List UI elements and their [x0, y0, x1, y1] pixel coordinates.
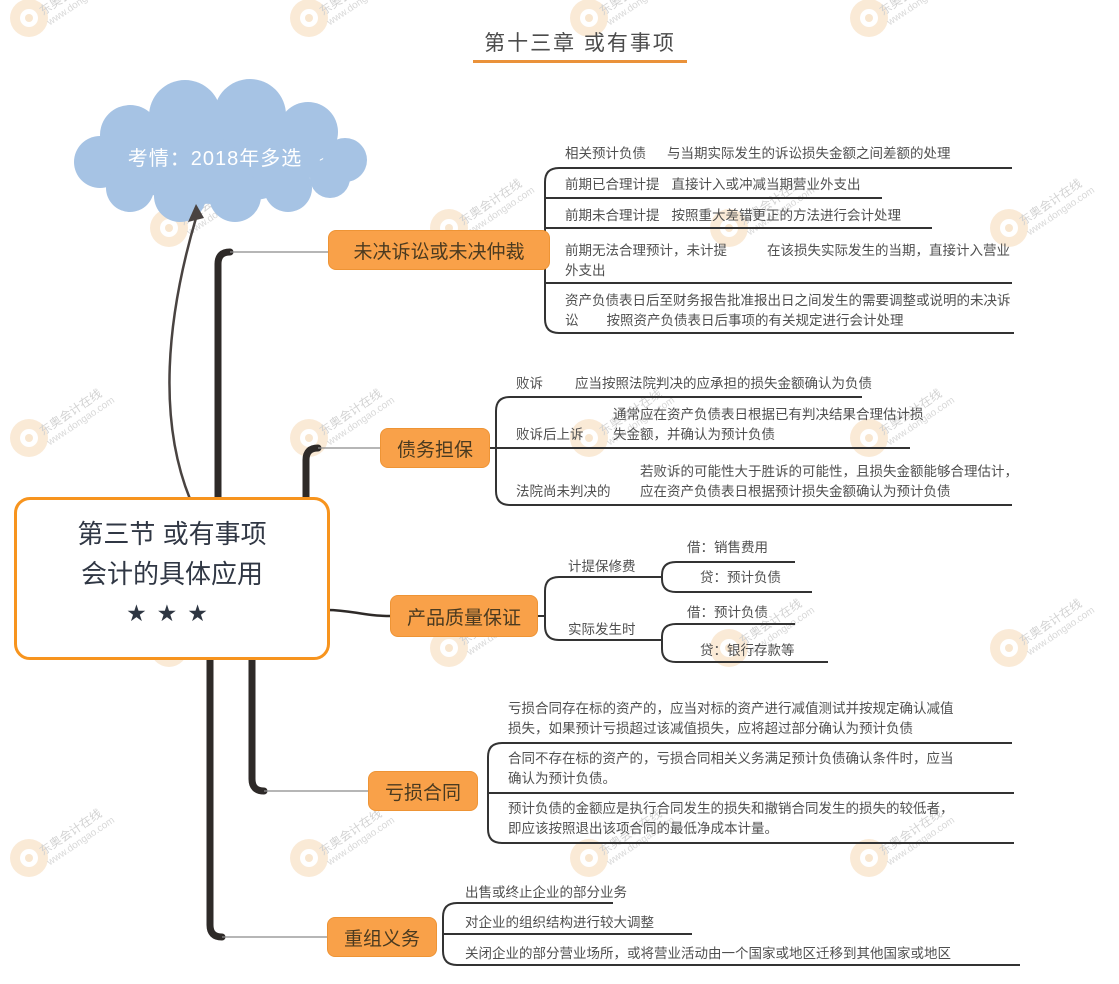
root-line2: 会计的具体应用 — [80, 559, 263, 589]
root-topic[interactable]: 第三节 或有事项 会计的具体应用 ★★★ — [14, 497, 330, 660]
topic-underlines — [442, 167, 1020, 966]
topic-row[interactable]: 关闭企业的部分营业场所，或将营业活动由一个国家或地区迁移到其他国家或地区 — [465, 946, 951, 961]
branch-onerous-contract[interactable]: 亏损合同 — [368, 771, 478, 811]
topic-row[interactable]: 败诉后上诉 通常应在资产负债表日根据已有判决结果合理估计损失金额，并确认为预计负… — [516, 407, 924, 442]
branch-debt-guarantee[interactable]: 债务担保 — [380, 428, 490, 468]
root-line1: 第三节 或有事项 — [77, 519, 267, 549]
topic-row[interactable]: 法院尚未判决的 若败诉的可能性大于胜诉的可能性，且损失金额能够合理估计，应在资产… — [516, 464, 1018, 499]
branch-product-warranty[interactable]: 产品质量保证 — [390, 595, 538, 637]
branch-pending-litigation[interactable]: 未决诉讼或未决仲裁 — [328, 230, 550, 270]
cloud-shape — [74, 79, 367, 222]
topic-row[interactable]: 亏损合同存在标的资产的，应当对标的资产进行减值测试并按规定确认减值损失，如果预计… — [508, 701, 954, 736]
branch-restructuring[interactable]: 重组义务 — [327, 917, 437, 957]
title-underline — [473, 60, 687, 63]
journal-entry[interactable]: 贷：银行存款等 — [700, 643, 795, 658]
topic-row[interactable]: 前期未合理计提按照重大差错更正的方法进行会计处理 — [565, 208, 901, 223]
topic-row[interactable]: 前期已合理计提直接计入或冲减当期营业外支出 — [565, 177, 861, 192]
root-stars: ★★★ — [126, 600, 218, 626]
topic-row[interactable]: 对企业的组织结构进行较大调整 — [465, 915, 654, 930]
chapter-title: 第十三章 或有事项 — [484, 32, 676, 55]
topic-row[interactable]: 合同不存在标的资产的，亏损合同相关义务满足预计负债确认条件时，应当确认为预计负债… — [508, 751, 954, 786]
topic-row[interactable]: 败诉 应当按照法院判决的应承担的损失金额确认为负债 — [516, 376, 872, 391]
cloud-topic[interactable]: 考情：2018年多选 — [127, 148, 303, 170]
topic-row[interactable]: 前期无法合理预计，未计提在该损失实际发生的当期，直接计入营业外支出 — [565, 243, 1010, 278]
topic-row[interactable]: 实际发生时 — [568, 622, 636, 637]
topic-row[interactable]: 预计负债的金额应是执行合同发生的损失和撤销合同发生的损失的较低者，即应该按照退出… — [508, 801, 954, 836]
topic-row[interactable]: 资产负债表日后至财务报告批准报出日之间发生的需要调整或说明的未决诉讼按照资产负债… — [565, 293, 1011, 328]
journal-entry[interactable]: 借：预计负债 — [687, 605, 768, 620]
topic-row[interactable]: 出售或终止企业的部分业务 — [465, 885, 627, 900]
topic-row[interactable]: 计提保修费 — [568, 559, 636, 574]
branch-connectors — [222, 251, 382, 938]
journal-entry[interactable]: 借：销售费用 — [687, 540, 768, 555]
topic-row[interactable]: 相关预计负债与当期实际发生的诉讼损失金额之间差额的处理 — [565, 146, 951, 161]
arrow-to-cloud — [168, 204, 204, 501]
branch3-connector — [326, 608, 393, 618]
journal-entry[interactable]: 贷：预计负债 — [700, 570, 781, 585]
